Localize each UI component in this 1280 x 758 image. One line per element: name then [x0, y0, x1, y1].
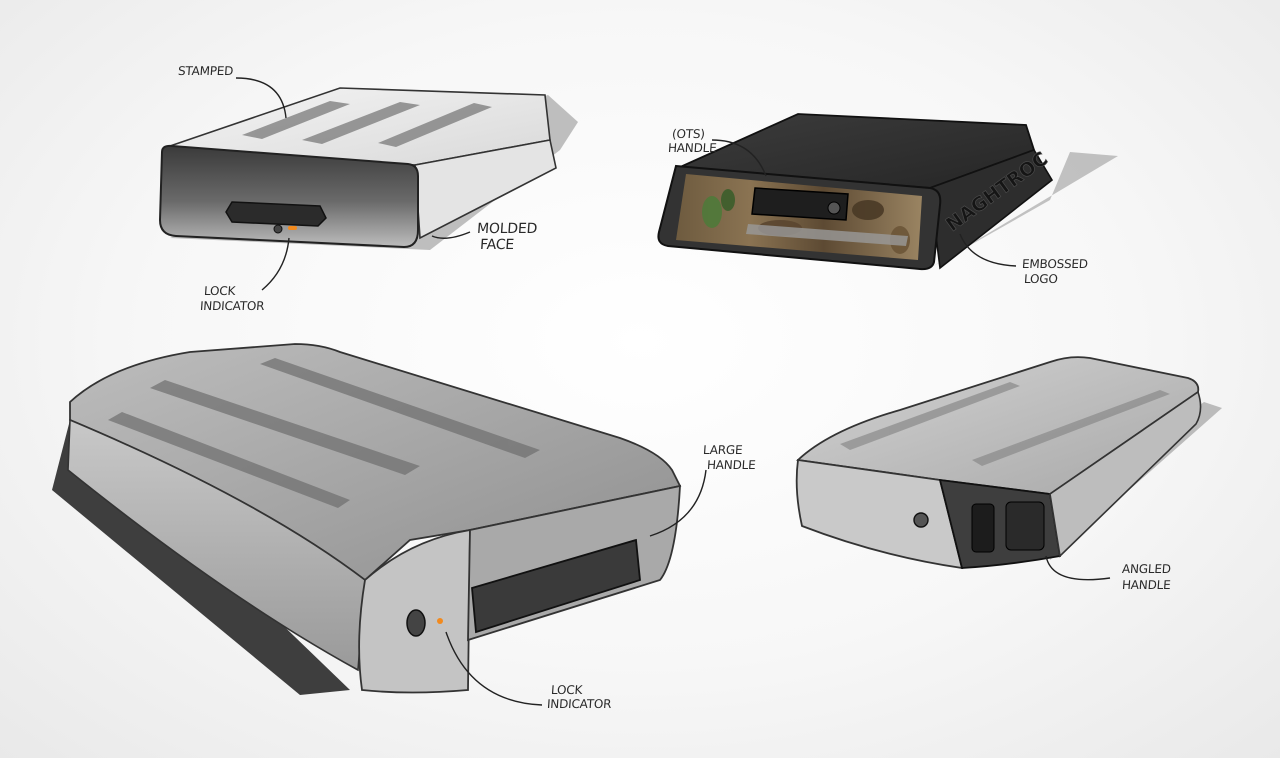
sketch-4-angled-handle-drive — [795, 356, 1222, 581]
sketch-3-leader-lock — [445, 631, 543, 706]
label-ots: (OTS) — [671, 127, 706, 141]
sketch-1-lock-indicator — [288, 226, 297, 230]
sketch-2-key-lock — [827, 201, 841, 215]
sketch-1-stamped-drive — [158, 77, 578, 291]
sketch-3-large-handle — [471, 538, 641, 634]
label-stamped: STAMPED — [177, 64, 234, 78]
sketch-2-leader-handle — [711, 139, 767, 177]
label-handle-4: HANDLE — [1121, 578, 1172, 592]
sketch-4-grip-left — [971, 503, 995, 553]
label-large: LARGE — [702, 443, 743, 457]
label-handle-3: HANDLE — [706, 458, 757, 472]
sketch-1-key-lock — [273, 224, 283, 234]
sketch-3-lock-indicator — [437, 618, 443, 624]
sketch-4-angled-handle — [1005, 501, 1045, 551]
sketch-3-long-side — [67, 418, 366, 672]
sketch-1-molded-face — [158, 144, 419, 249]
sketch-1-leader-stamped — [235, 77, 287, 119]
sketch-4-side — [1049, 390, 1202, 558]
sketch-3-top-ribs — [108, 358, 540, 508]
sketch-2-vent-grille — [746, 224, 908, 246]
label-logo: LOGO — [1023, 272, 1059, 286]
sketch-4-top-surface — [796, 356, 1200, 495]
sketch-2-camo-drive: NAGHTROC — [657, 113, 1118, 271]
sketch-3-key-lock — [406, 609, 426, 637]
sketch-1-stamped-ribs — [242, 101, 492, 147]
label-lock-3: LOCK — [550, 683, 583, 697]
sketch-4-leader-handle — [1045, 555, 1111, 581]
sketch-2-shadow — [930, 152, 1118, 268]
label-lock-1: LOCK — [203, 284, 236, 298]
sketch-1-handle — [225, 201, 327, 227]
sketch-1-leader-lock — [261, 237, 290, 291]
sketch-1-leader-molded — [431, 231, 471, 239]
sketch-3-large-handle-drive — [52, 343, 707, 706]
label-angled: ANGLED — [1121, 562, 1172, 576]
label-handle-2: HANDLE — [667, 141, 718, 155]
label-indicator-1: INDICATOR — [199, 299, 265, 313]
sketch-2-leader-logo — [959, 233, 1017, 267]
sketch-4-top-ribs — [840, 382, 1170, 466]
label-face: FACE — [479, 237, 515, 253]
sketch-2-ots-handle — [751, 187, 849, 221]
sketch-4-key-lock — [913, 512, 929, 528]
sketch-3-leader-handle — [649, 469, 707, 537]
label-molded: MOLDED — [476, 221, 538, 237]
label-indicator-3: INDICATOR — [546, 697, 612, 711]
sketch-4-front-face — [795, 458, 964, 570]
label-embossed: EMBOSSED — [1021, 257, 1089, 271]
